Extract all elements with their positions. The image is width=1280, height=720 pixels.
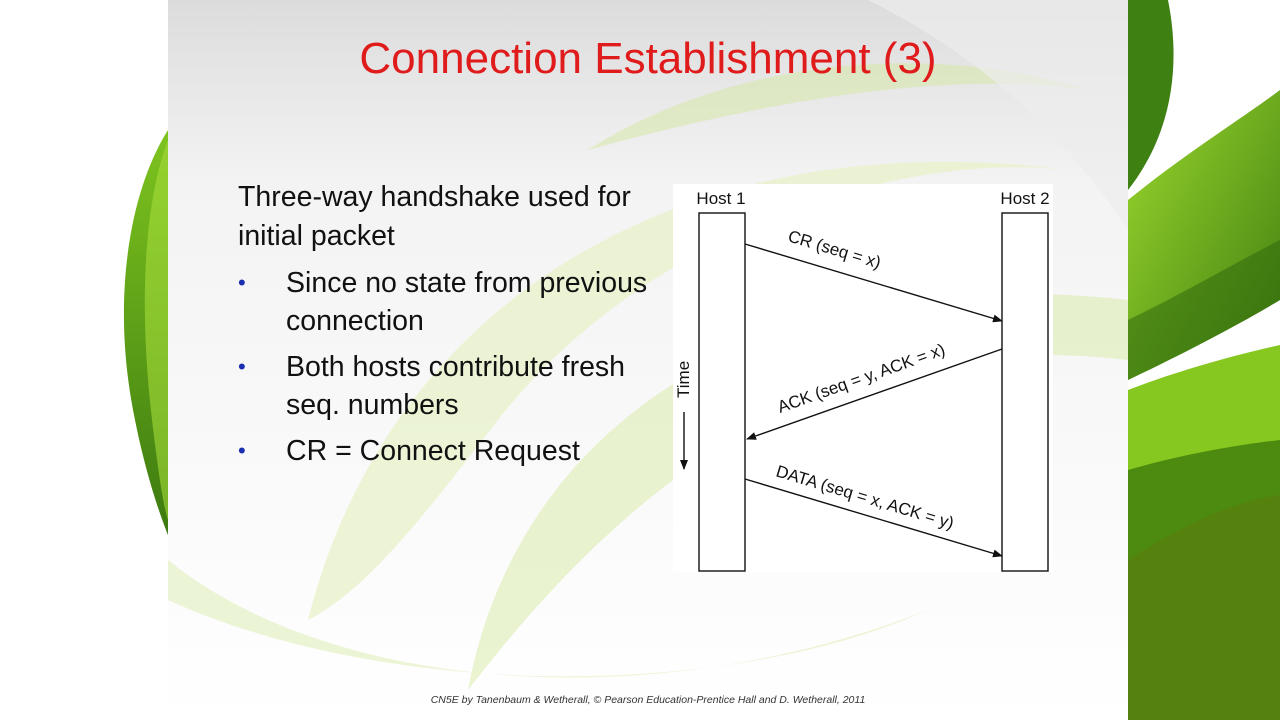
ack-label: ACK (seq = y, ACK = x) (775, 340, 948, 417)
handshake-diagram: Host 1 Host 2 Time CR (seq = x) ACK (seq… (673, 184, 1053, 572)
host1-label: Host 1 (696, 189, 745, 208)
bullet-item: • CR = Connect Request (238, 432, 658, 470)
slide-title: Connection Establishment (3) (359, 34, 937, 83)
cr-label: CR (seq = x) (786, 227, 883, 273)
bullet-item: • Both hosts contribute fresh seq. numbe… (238, 348, 658, 424)
handshake-diagram-svg: Host 1 Host 2 Time CR (seq = x) ACK (seq… (674, 189, 1050, 572)
data-label: DATA (seq = x, ACK = y) (774, 462, 956, 533)
host2-label: Host 2 (1000, 189, 1049, 208)
bullet-dot-icon: • (238, 354, 246, 379)
bullet-text: Since no state from previous connection (286, 267, 648, 337)
host1-timeline (698, 212, 746, 572)
bullet-dot-icon: • (238, 438, 246, 463)
slide-footer: CN5E by Tanenbaum & Wetherall, © Pearson… (430, 694, 866, 706)
bullet-text: CR = Connect Request (286, 435, 580, 467)
intro-text: Three-way handshake used for initial pac… (238, 181, 631, 252)
bullet-dot-icon: • (238, 270, 246, 295)
ack-arrow (746, 348, 1003, 440)
slide: Connection Establishment (3) Three-way h… (168, 0, 1128, 720)
cr-arrow (744, 243, 1003, 323)
bullet-list: • Since no state from previous connectio… (238, 264, 658, 478)
bullet-text: Both hosts contribute fresh seq. numbers (286, 351, 626, 421)
host2-timeline (1001, 212, 1049, 572)
bullet-item: • Since no state from previous connectio… (238, 264, 658, 340)
time-label: Time (674, 361, 693, 398)
data-arrow (744, 478, 1003, 558)
